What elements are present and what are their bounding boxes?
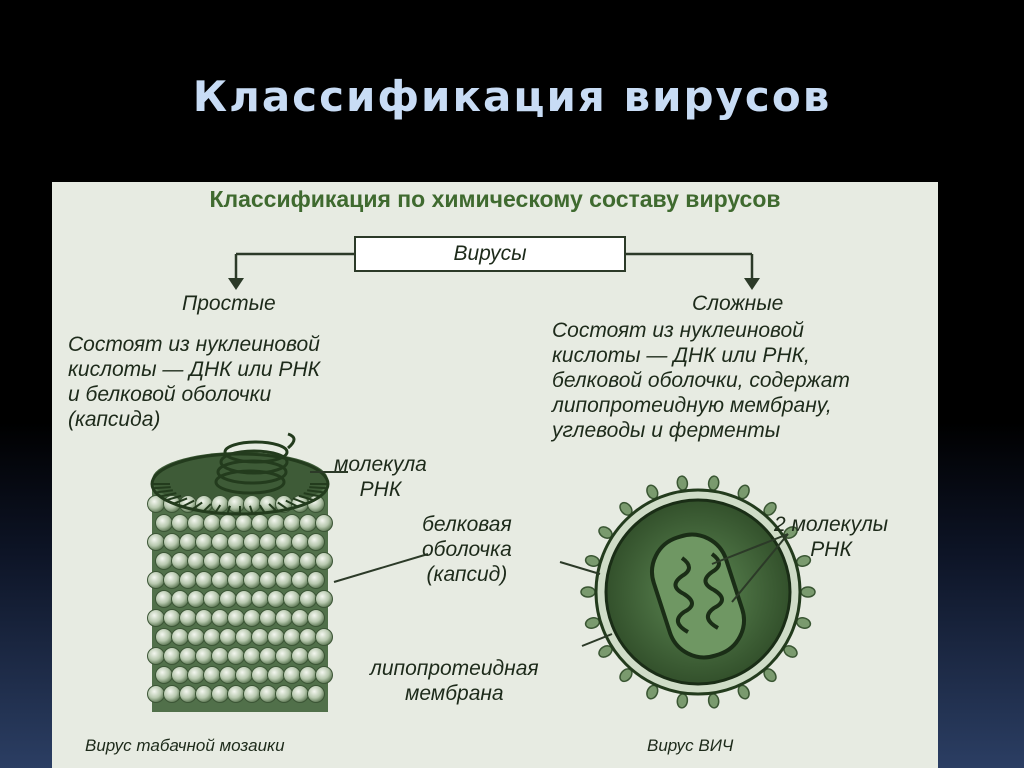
label-lipoprotein-membrane: липопротеидная мембрана: [370, 657, 539, 705]
label-two-rna: 2 молекулы РНК: [774, 513, 889, 561]
complex-description: Состоят из нуклеиновой кислоты — ДНК или…: [552, 319, 850, 442]
caption-tobacco-mosaic: Вирус табачной мозаики: [82, 736, 288, 756]
simple-description: Состоят из нуклеиновой кислоты — ДНК или…: [68, 333, 320, 431]
figure-heading: Классификация по химическому составу вир…: [209, 186, 781, 212]
root-box-viruses: Вирусы: [354, 236, 626, 272]
tree-connectors: [234, 252, 754, 280]
arrow-right-icon: [744, 278, 760, 290]
hiv-virus: [580, 475, 816, 709]
simple-title: Простые: [182, 292, 276, 315]
complex-title: Сложные: [692, 292, 784, 315]
tobacco-mosaic-virus: [147, 432, 333, 712]
pointer-lines: [310, 471, 789, 647]
classification-figure: Классификация по химическому составу вир…: [52, 182, 938, 768]
slide-title: Классификация вирусов: [192, 72, 832, 121]
label-rna-molecule: молекула РНК: [334, 453, 427, 501]
arrow-left-icon: [228, 278, 244, 290]
figure-illustration: [147, 252, 816, 712]
caption-hiv: Вирус ВИЧ: [644, 736, 737, 756]
label-protein-coat: белковая оболочка (капсид): [422, 513, 512, 586]
